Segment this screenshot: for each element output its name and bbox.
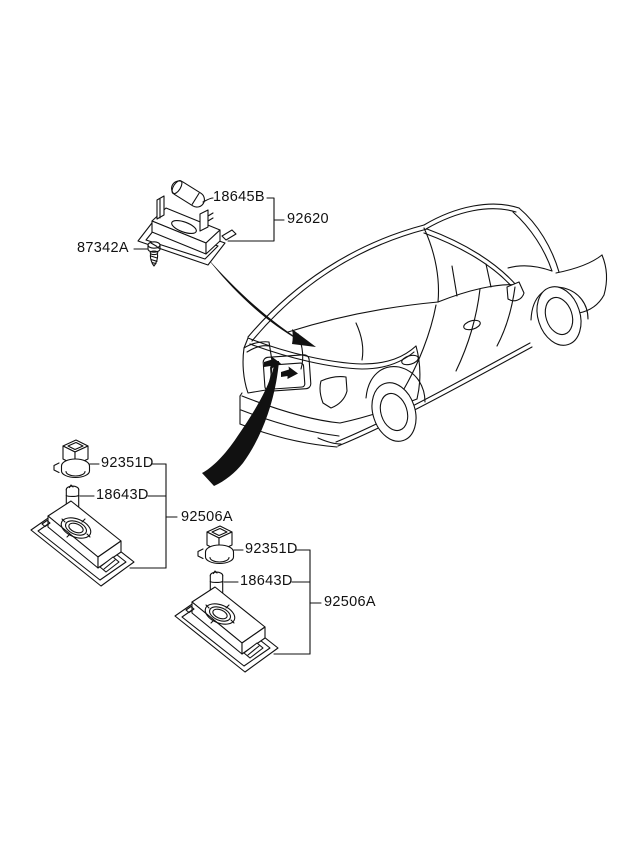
part-label-assembly-left: 92506A [181, 509, 233, 525]
leader-18645b [202, 197, 214, 203]
plate-lamp-arrow-left [264, 356, 281, 369]
license-lamp-assembly-left-drawing [30, 439, 178, 587]
trunk-lamp-assembly-drawing [133, 180, 285, 267]
part-label-bulb-right: 18643D [240, 573, 293, 589]
leader-92620-bracket [227, 197, 285, 242]
location-arrows [201, 251, 316, 486]
swoosh-arrow-bottom [202, 361, 279, 486]
swoosh-arrowhead-top [292, 329, 316, 347]
part-label-trunk-lamp-assembly: 92620 [287, 211, 329, 227]
part-label-bulb-left: 18643D [96, 487, 149, 503]
part-label-socket-left: 92351D [101, 455, 154, 471]
part-label-screw: 87342A [77, 240, 129, 256]
swoosh-arrow-top [201, 251, 300, 341]
festoon-bulb-drawing [171, 180, 205, 208]
part-label-assembly-right: 92506A [324, 594, 376, 610]
plate-lamp-arrow-right [281, 366, 298, 379]
part-label-socket-right: 92351D [245, 541, 298, 557]
car-illustration [239, 203, 607, 448]
part-label-festoon-bulb: 18645B [213, 189, 265, 205]
screw-drawing [147, 241, 161, 267]
